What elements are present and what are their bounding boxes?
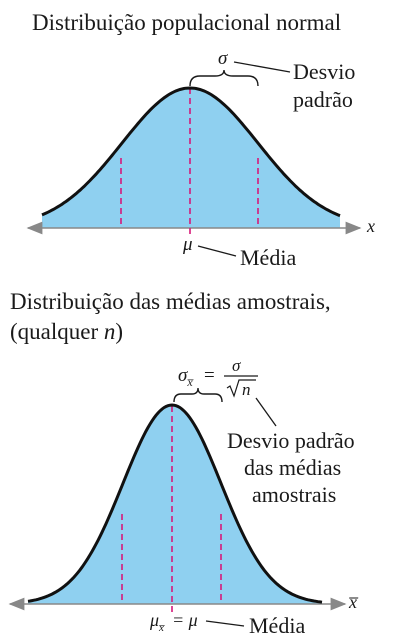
sampling-curve-fill (28, 405, 322, 604)
population-sd-label-line2: padrão (293, 87, 353, 112)
sampling-sd-label-line1: Desvio padrão (227, 428, 355, 453)
sampling-sqrt-sign (226, 379, 256, 398)
sampling-mu-xbar-symbol: μx̅ (149, 610, 165, 634)
population-distribution-title: Distribuição populacional normal (32, 10, 341, 35)
sampling-fraction-numerator: σ (232, 356, 241, 375)
sampling-sigma-equals: = (204, 365, 215, 386)
population-mean-leader-line (197, 245, 237, 257)
sampling-sigma-xbar-symbol: σx̅ (178, 365, 194, 389)
population-curve (41, 86, 341, 218)
sampling-mean-label: Média (249, 613, 305, 637)
sampling-curve (27, 403, 323, 604)
population-mu-symbol: μ (182, 234, 193, 255)
population-sd-leader-line (233, 61, 291, 73)
sampling-axis-label: x̅ (348, 592, 359, 612)
population-axis-label: x (366, 216, 375, 236)
population-sd-label-line1: Desvio (293, 59, 355, 84)
sampling-distribution-title-line1: Distribuição das médias amostrais, (10, 289, 331, 314)
sampling-sd-leader-line (255, 397, 277, 427)
sampling-sd-label-line2: das médias (244, 455, 341, 480)
sampling-mean-leader-line (205, 620, 245, 627)
population-mean-label: Média (240, 245, 296, 270)
population-sigma-symbol: σ (218, 48, 228, 69)
sampling-fraction-denominator-n: n (242, 380, 251, 399)
sampling-mu-equals-mu: = μ (172, 610, 198, 630)
sampling-sigma-brace (173, 387, 223, 403)
sampling-sd-label-line3: amostrais (252, 482, 336, 507)
sampling-distribution-title-line2: (qualquer n) (10, 319, 123, 344)
population-sigma-brace (189, 69, 259, 87)
population-curve-fill (42, 88, 340, 228)
